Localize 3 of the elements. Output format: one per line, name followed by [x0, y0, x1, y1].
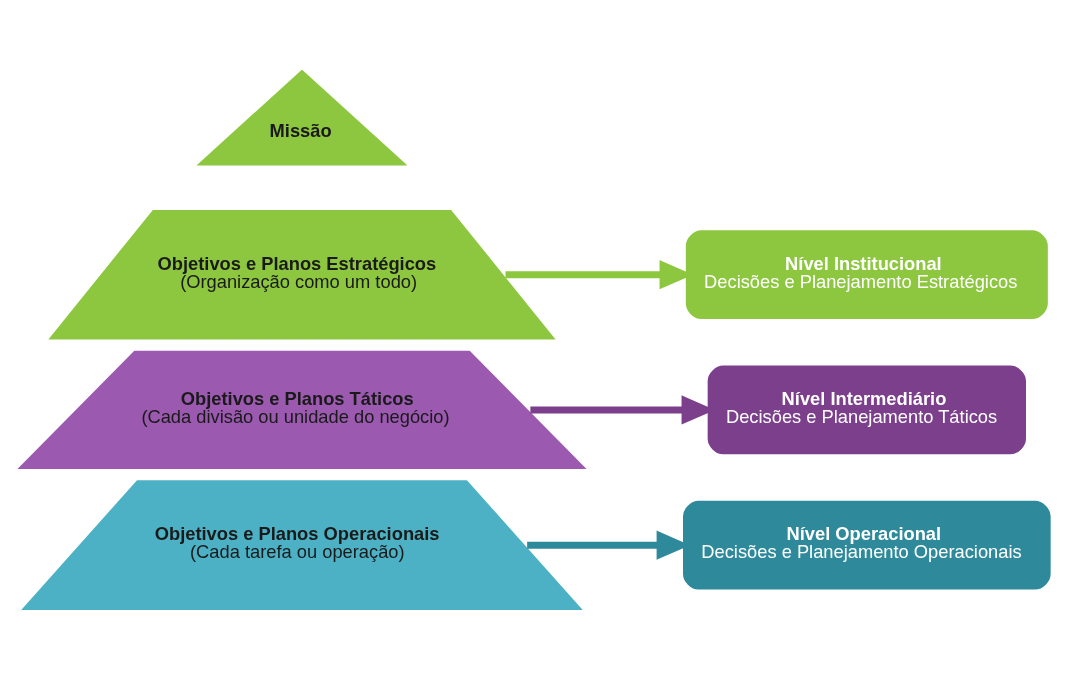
node-box: Nível Operacional Decisões e Planejamento Operacionais [680, 497, 1054, 593]
node-box: Nível Intermediário Decisões e Planejamento Táticos [704, 362, 1029, 458]
node-box: Nível Institucional Decisões e Planejamento Estratégicos [683, 227, 1051, 322]
